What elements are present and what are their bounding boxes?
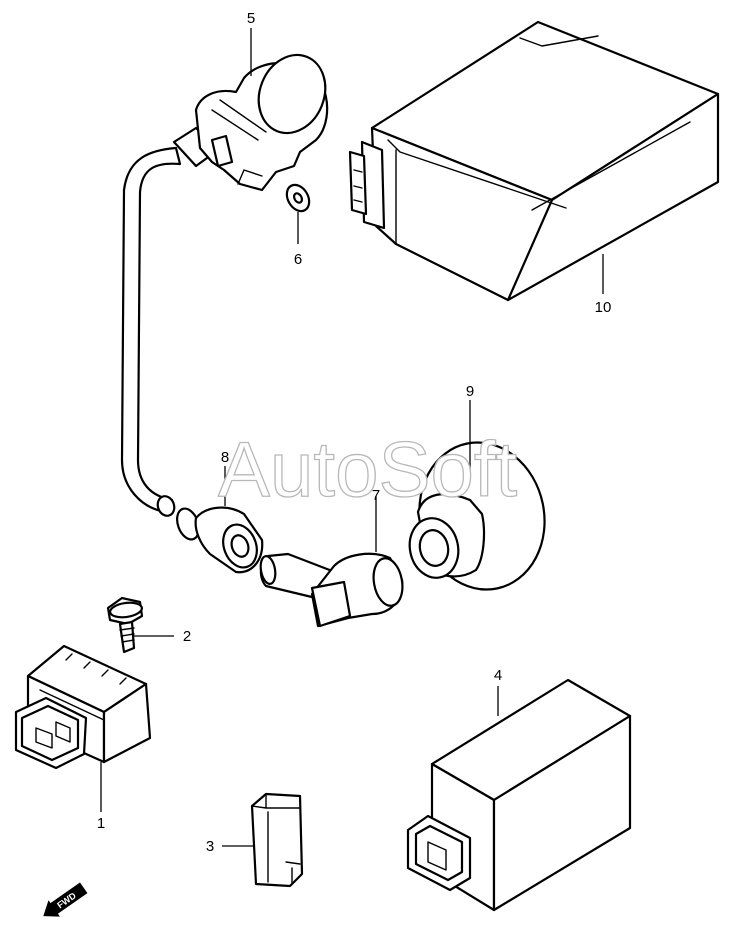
- callout-9: 9: [466, 383, 474, 400]
- part-3-connector: [250, 792, 304, 888]
- part-2-bolt: [106, 596, 144, 654]
- callout-2: 2: [183, 628, 191, 645]
- callout-4: 4: [494, 667, 502, 684]
- callout-5: 5: [247, 10, 255, 27]
- part-9-grommet: [408, 441, 546, 591]
- callout-3: 3: [206, 838, 214, 855]
- part-8-boot: [176, 506, 264, 574]
- callout-8: 8: [221, 449, 229, 466]
- part-4-unit: [406, 678, 632, 912]
- callout-6: 6: [294, 251, 302, 268]
- leader-lines: [100, 28, 604, 847]
- callout-10: 10: [595, 299, 612, 316]
- callout-1: 1: [97, 815, 105, 832]
- part-1-regulator: [14, 644, 152, 770]
- watermark-text: AutoSoft: [218, 425, 518, 513]
- fwd-arrow-icon: FWD: [43, 882, 88, 917]
- part-7-elbow-cap: [259, 552, 404, 628]
- part-6-washer: [285, 183, 311, 213]
- callout-7: 7: [372, 487, 380, 504]
- part-10-control-unit: [348, 20, 720, 302]
- part-5-sensor: [120, 53, 329, 517]
